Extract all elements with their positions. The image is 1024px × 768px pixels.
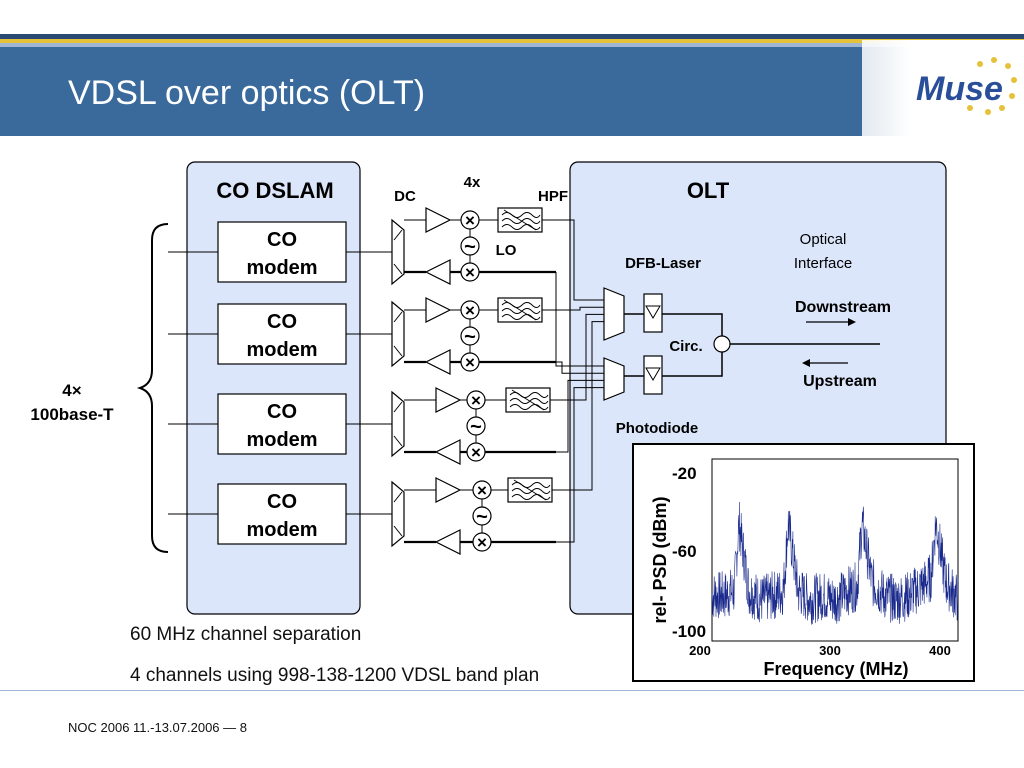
plot-area (711, 458, 959, 642)
y-tick-top: -20 (672, 464, 697, 483)
uplink-amplifier-2 (425, 349, 451, 375)
local-oscillator-4 (472, 505, 492, 529)
spectrum-line (711, 501, 959, 625)
route-from-photodiode-2 (556, 361, 604, 374)
photodiode-splitter (603, 357, 625, 401)
dc-label: DC (394, 188, 416, 205)
co-dslam-label: CO DSLAM (216, 178, 333, 203)
circulator-label: Circ. (669, 338, 702, 355)
downlink-amplifier-2 (425, 297, 451, 323)
x-axis-label: Frequency (MHz) (763, 659, 908, 679)
local-oscillator-2 (460, 325, 480, 349)
downstream-arrow-head (848, 318, 856, 326)
downstream-label: Downstream (795, 299, 891, 316)
page-title: VDSL over optics (OLT) (68, 74, 426, 112)
downlink-mixer-3 (466, 390, 486, 411)
uplink-amplifier-3 (435, 439, 461, 465)
lo-label: LO (496, 242, 517, 259)
title-bar (0, 47, 1024, 136)
downlink-amplifier-1 (425, 207, 451, 233)
x-tick-mid: 300 (819, 643, 841, 658)
co-modem-label-3: CO (267, 401, 297, 423)
co-modem-sublabel-1: modem (246, 257, 317, 279)
spectrum-chart-frame: -20 -60 -100 200 300 400 Frequency (MHz)… (632, 443, 975, 682)
uplink-mixer-1 (460, 262, 480, 283)
header-stripe-dark (0, 34, 1024, 39)
high-pass-filter-4 (507, 477, 553, 503)
local-oscillator-1 (460, 235, 480, 259)
input-brace (136, 223, 169, 553)
downlink-mixer-2 (460, 300, 480, 321)
laser-combiner (603, 287, 625, 341)
input-label-type: 100base-T (30, 405, 114, 424)
co-modem-sublabel-3: modem (246, 429, 317, 451)
uplink-mixer-2 (460, 352, 480, 373)
downlink-mixer-1 (460, 210, 480, 231)
downlink-mixer-4 (472, 480, 492, 501)
x-tick-right: 400 (929, 643, 951, 658)
downlink-amplifier-4 (435, 477, 461, 503)
photodiode-symbol (645, 367, 661, 381)
downlink-amplifier-3 (435, 387, 461, 413)
spectrum-chart: -20 -60 -100 200 300 400 Frequency (MHz)… (650, 458, 959, 679)
channel-count-label: 4x (464, 174, 481, 191)
directional-coupler-1 (391, 219, 405, 285)
local-oscillator-3 (466, 415, 486, 439)
olt-label: OLT (687, 178, 730, 203)
laser-diode-symbol (645, 305, 661, 319)
co-modem-box-4 (217, 483, 347, 545)
co-modem-sublabel-4: modem (246, 519, 317, 541)
x-tick-left: 200 (689, 643, 711, 658)
optical-interface-label-2: Interface (794, 255, 852, 272)
y-tick-mid: -60 (672, 542, 697, 561)
co-modem-sublabel-2: modem (246, 339, 317, 361)
footer-text: NOC 2006 11.-13.07.2006 — 8 (68, 720, 247, 735)
directional-coupler-3 (391, 391, 405, 457)
photodiode-icon (643, 355, 663, 395)
co-modem-label-4: CO (267, 491, 297, 513)
co-modem-box-3 (217, 393, 347, 455)
route-to-laser-2 (542, 306, 604, 311)
header-stripe-yellow (0, 39, 1024, 43)
high-pass-filter-1 (497, 207, 543, 233)
co-modem-box-2 (217, 303, 347, 365)
route-to-laser-1 (542, 219, 604, 301)
directional-coupler-2 (391, 301, 405, 367)
caption-channel-separation: 60 MHz channel separation (130, 624, 362, 645)
y-tick-bottom: -100 (672, 622, 706, 641)
circulator-icon (713, 335, 731, 353)
hpf-label: HPF (538, 188, 568, 205)
footer-separator (0, 690, 1024, 691)
route-from-photodiode-4 (556, 387, 604, 543)
caption-band-plan: 4 channels using 998-138-1200 VDSL band … (130, 665, 540, 686)
y-axis-label: rel- PSD (dBm) (650, 496, 670, 623)
route-from-photodiode-3 (556, 379, 604, 453)
photodiode-label: Photodiode (616, 420, 699, 437)
route-from-photodiode-1 (555, 272, 604, 367)
upstream-arrow-head (802, 359, 810, 367)
uplink-mixer-4 (472, 532, 492, 553)
tx-fiber (624, 313, 723, 336)
dfb-laser-label: DFB-Laser (625, 255, 701, 272)
input-label-count: 4× (62, 381, 81, 400)
uplink-mixer-3 (466, 442, 486, 463)
co-modem-label-1: CO (267, 229, 297, 251)
high-pass-filter-2 (497, 297, 543, 323)
optical-interface-label-1: Optical (800, 231, 847, 248)
uplink-amplifier-1 (425, 259, 451, 285)
header-stripe-light (0, 43, 1024, 47)
muse-logo: Muse (862, 40, 1024, 136)
directional-coupler-4 (391, 481, 405, 547)
logo-text: Muse (916, 70, 1003, 108)
spectrum-series (711, 501, 959, 625)
dfb-laser-icon (643, 293, 663, 333)
logo-stars-icon (967, 57, 1017, 115)
route-to-laser-4 (552, 321, 604, 491)
co-modem-box-1 (217, 221, 347, 283)
upstream-label: Upstream (803, 373, 877, 390)
high-pass-filter-3 (505, 387, 551, 413)
uplink-amplifier-4 (435, 529, 461, 555)
co-modem-label-2: CO (267, 311, 297, 333)
rx-fiber (624, 352, 723, 377)
